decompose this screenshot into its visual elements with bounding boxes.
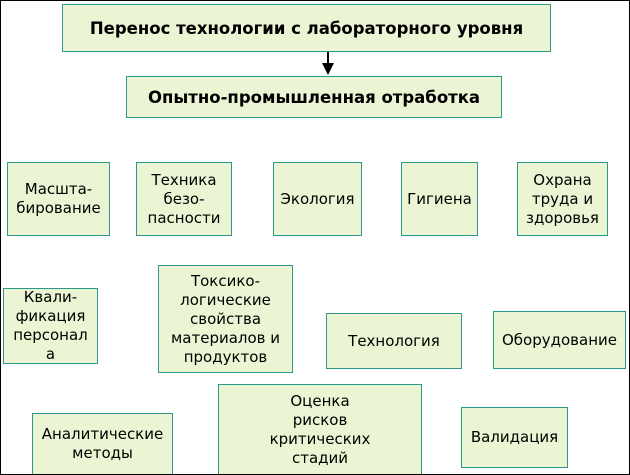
node-analytics: Аналитические методы [32, 413, 173, 474]
node-safety: Техника безо- пасности [136, 162, 232, 236]
node-validation: Валидация [461, 407, 568, 468]
top-node: Перенос технологии с лабораторного уровн… [62, 4, 551, 52]
node-equipment: Оборудование [493, 311, 626, 369]
node-risk: Оценка рисков критических стадий [218, 384, 422, 474]
node-ecology: Экология [273, 162, 362, 236]
node-hygiene: Гигиена [401, 162, 478, 236]
node-toxic: Токсико- логические свойства материалов … [158, 265, 293, 373]
node-health: Охрана труда и здоровья [517, 162, 608, 236]
arrow-head [322, 63, 334, 75]
node-scaling: Масшта- бирование [7, 162, 110, 236]
second-node: Опытно-промышленная отработка [126, 76, 502, 118]
node-staff: Квали- фикация персонал а [3, 288, 98, 364]
node-technology: Технология [326, 313, 462, 369]
